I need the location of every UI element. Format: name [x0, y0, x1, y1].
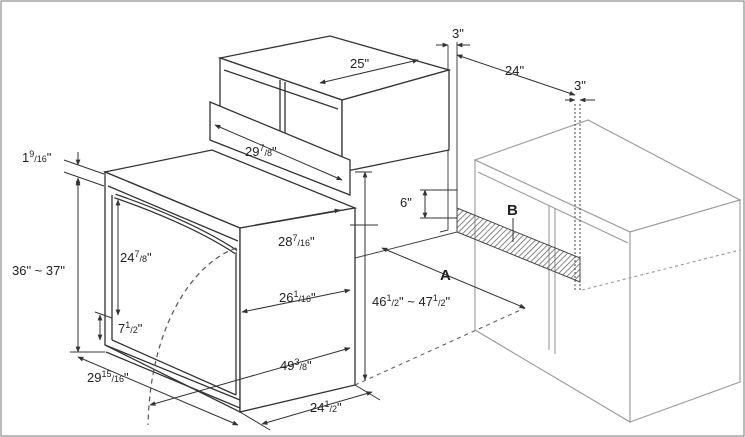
top-width-label: 25" — [350, 56, 369, 71]
depth-49-38-label: 493/8" — [280, 357, 312, 373]
total-height-label: 461/2" ~ 471/2" — [372, 293, 450, 309]
bottom-7-12-label: 71/2" — [118, 320, 143, 336]
lower-oven-cabinet — [102, 149, 358, 414]
label-b: B — [507, 202, 518, 219]
label-a: A — [440, 267, 451, 284]
dimension-lines — [63, 42, 595, 431]
height-36-37-label: 36" ~ 37" — [12, 263, 65, 278]
gap-right-label: 3" — [574, 78, 586, 93]
floor-guide-line — [354, 307, 526, 386]
width-29-78-label: 297/8" — [245, 143, 277, 159]
oven-handle-highlight — [114, 194, 237, 254]
drop-6-label: 6" — [400, 195, 412, 210]
dimension-labels: 3" 24" 3" 25" 297/8" 19/16" 6" 36" ~ 37"… — [12, 26, 586, 415]
depth-24-label: 24" — [505, 63, 524, 78]
width-29-1516-label: 2915/16" — [87, 369, 129, 385]
gap-top-label: 3" — [452, 26, 464, 41]
side-26-116-label: 261/16" — [279, 289, 316, 305]
depth-24-12-label: 241/2" — [310, 399, 342, 415]
door-24-78-label: 247/8" — [120, 249, 152, 265]
side-28-716-label: 287/16" — [278, 233, 315, 249]
height-1-916-label: 19/16" — [22, 149, 52, 165]
adjacent-cabinet — [473, 119, 742, 423]
